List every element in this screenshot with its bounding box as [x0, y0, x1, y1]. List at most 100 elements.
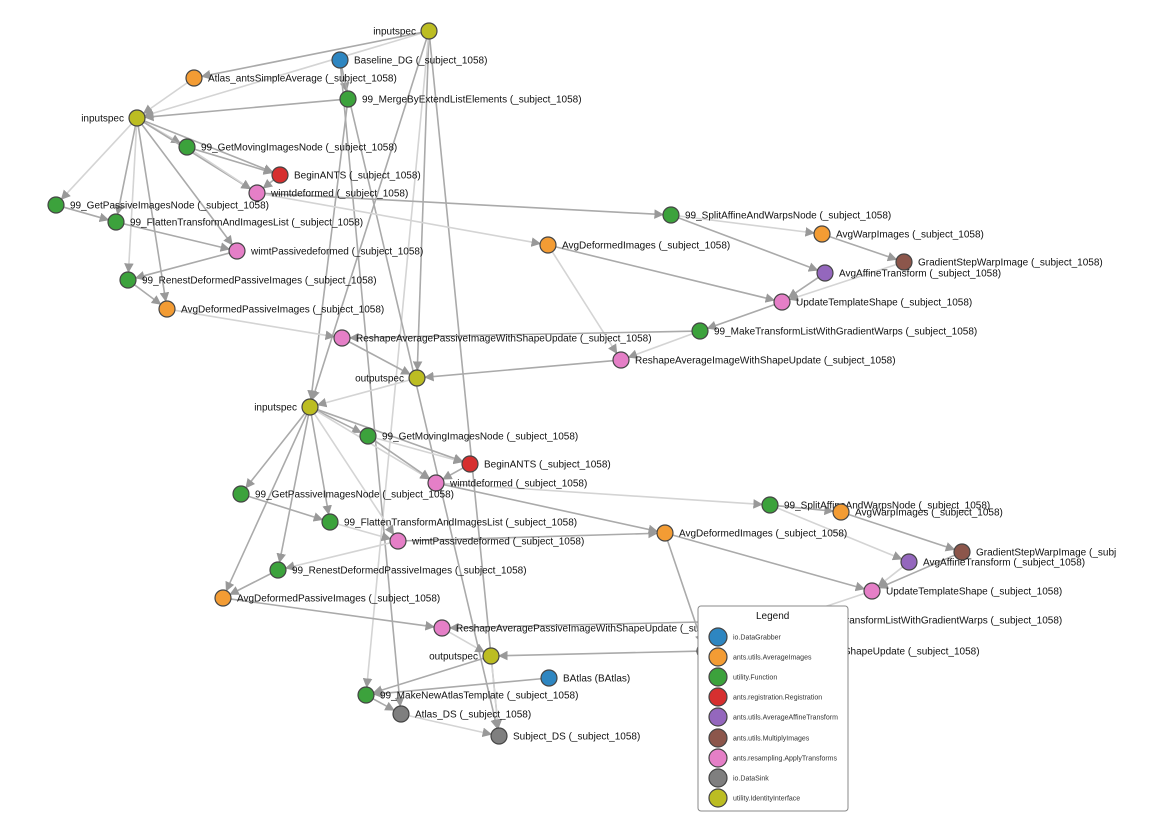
legend-items: io.DataGrabberants.utils.AverageImagesut… [708, 627, 838, 808]
node-circle[interactable] [953, 543, 971, 561]
graph-node[interactable]: outputspec [429, 647, 500, 665]
graph-node[interactable]: inputspec [373, 22, 438, 40]
node-circle[interactable] [107, 213, 125, 231]
node-circle[interactable] [761, 496, 779, 514]
node-circle[interactable] [408, 369, 426, 387]
node-circle[interactable] [389, 532, 407, 550]
legend-label: ants.resampling.ApplyTransforms [733, 756, 838, 763]
graph-node[interactable]: 99_FlattenTransformAndImagesList (_subje… [107, 213, 363, 231]
node-circle[interactable] [895, 253, 913, 271]
graph-node[interactable]: ReshapeAverageImageWithShapeUpdate (_sub… [612, 351, 896, 369]
node-circle[interactable] [269, 561, 287, 579]
graph-node[interactable]: AvgDeformedPassiveImages (_subject_1058) [158, 300, 384, 318]
node-circle[interactable] [185, 69, 203, 87]
graph-node[interactable]: 99_RenestDeformedPassiveImages (_subject… [119, 271, 377, 289]
graph-node[interactable]: AvgWarpImages (_subject_1058) [813, 225, 984, 243]
graph-node[interactable]: 99_MakeNewAtlasTemplate (_subject_1058) [357, 686, 578, 704]
node-circle[interactable] [357, 686, 375, 704]
graph-node[interactable]: 99_GetMovingImagesNode (_subject_1058) [359, 427, 578, 445]
node-circle[interactable] [271, 166, 289, 184]
node-circle[interactable] [662, 206, 680, 224]
graph-node[interactable]: GradientStepWarpImage (_subject_1058) [895, 253, 1103, 271]
graph-node[interactable]: inputspec [254, 398, 319, 416]
node-circle[interactable] [539, 236, 557, 254]
graph-node[interactable]: 99_SplitAffineAndWarpsNode (_subject_105… [662, 206, 891, 224]
node-circle[interactable] [232, 485, 250, 503]
graph-node[interactable]: 99_FlattenTransformAndImagesList (_subje… [321, 513, 577, 531]
graph-node[interactable]: Atlas_antsSimpleAverage (_subject_1058) [185, 69, 397, 87]
edge-n1-n23 [412, 38, 430, 371]
edge-n16-n18 [787, 276, 819, 299]
node-circle[interactable] [816, 264, 834, 282]
node-circle[interactable] [392, 705, 410, 723]
node-circle[interactable] [461, 455, 479, 473]
node-circle[interactable] [900, 553, 918, 571]
node-circle[interactable] [339, 90, 357, 108]
graph-node[interactable]: wimtPassivedeformed (_subject_1058) [228, 242, 423, 260]
node-circle[interactable] [158, 300, 176, 318]
graph-node[interactable]: 99_GetPassiveImagesNode (_subject_1058) [232, 485, 454, 503]
graph-node[interactable]: AvgDeformedImages (_subject_1058) [539, 236, 730, 254]
node-label: BAtlas (BAtlas) [563, 674, 630, 685]
node-circle[interactable] [321, 513, 339, 531]
graph-node[interactable]: BAtlas (BAtlas) [540, 669, 630, 687]
graph-node[interactable]: ReshapeAveragePassiveImageWithShapeUpdat… [333, 329, 652, 347]
node-circle[interactable] [331, 51, 349, 69]
edge-m15-m17 [230, 598, 436, 631]
node-label: 99_GetMovingImagesNode (_subject_1058) [201, 143, 397, 154]
graph-node[interactable]: BeginANTS (_subject_1058) [461, 455, 611, 473]
node-circle[interactable] [228, 242, 246, 260]
node-circle[interactable] [832, 503, 850, 521]
graph-node[interactable]: 99_GetMovingImagesNode (_subject_1058) [178, 138, 397, 156]
graph-node[interactable]: Subject_DS (_subject_1058) [490, 727, 640, 745]
node-circle[interactable] [773, 293, 791, 311]
node-circle[interactable] [119, 271, 137, 289]
graph-node[interactable]: UpdateTemplateShape (_subject_1058) [773, 293, 972, 311]
graph-node[interactable]: 99_SplitAffineAndWarpsNode (_subject_105… [761, 496, 990, 514]
node-circle[interactable] [482, 647, 500, 665]
graph-node[interactable]: wimtdeformed (_subject_1058) [248, 184, 408, 202]
graph-node[interactable]: wimtdeformed (_subject_1058) [427, 474, 587, 492]
graph-node[interactable]: wimtPassivedeformed (_subject_1058) [389, 532, 584, 550]
graph-node[interactable]: inputspec [81, 109, 146, 127]
edge-n4-n5 [144, 98, 341, 122]
node-label: Baseline_DG (_subject_1058) [354, 56, 487, 67]
graph-node[interactable]: AvgAffineTransform (_subject_1058) [816, 264, 1001, 282]
node-circle[interactable] [656, 524, 674, 542]
graph-node[interactable]: AvgWarpImages (_subject_1058) [832, 503, 1003, 521]
node-circle[interactable] [420, 22, 438, 40]
node-circle[interactable] [490, 727, 508, 745]
node-label: BeginANTS (_subject_1058) [294, 171, 421, 182]
node-circle[interactable] [691, 322, 709, 340]
node-circle[interactable] [863, 582, 881, 600]
graph-node[interactable]: AvgAffineTransform (_subject_1058) [900, 553, 1085, 571]
node-circle[interactable] [301, 398, 319, 416]
edge-m9-m10 [405, 528, 658, 542]
node-circle[interactable] [178, 138, 196, 156]
graph-node[interactable]: Baseline_DG (_subject_1058) [331, 51, 487, 69]
graph-node[interactable]: AvgDeformedPassiveImages (_subject_1058) [214, 589, 440, 607]
node-circle[interactable] [248, 184, 266, 202]
graph-node[interactable]: GradientStepWarpImage (_subj [953, 543, 1116, 561]
graph-node[interactable]: outputspec [355, 369, 426, 387]
node-circle[interactable] [128, 109, 146, 127]
node-circle[interactable] [612, 351, 630, 369]
graph-node[interactable]: 99_GetPassiveImagesNode (_subject_1058) [47, 196, 269, 214]
node-circle[interactable] [433, 619, 451, 637]
graph-node[interactable]: 99_MergeByExtendListElements (_subject_1… [339, 90, 582, 108]
node-circle[interactable] [214, 589, 232, 607]
graph-node[interactable]: 99_MakeTransformListWithGradientWarps (_… [691, 322, 977, 340]
graph-node[interactable]: ReshapeAveragePassiveImageWithShapeUpdat… [433, 619, 752, 637]
graph-node[interactable]: BeginANTS (_subject_1058) [271, 166, 421, 184]
node-circle[interactable] [427, 474, 445, 492]
graph-node[interactable]: UpdateTemplateShape (_subject_1058) [863, 582, 1062, 600]
node-circle[interactable] [540, 669, 558, 687]
node-circle[interactable] [359, 427, 377, 445]
node-circle[interactable] [47, 196, 65, 214]
node-label: 99_GetPassiveImagesNode (_subject_1058) [70, 201, 269, 212]
graph-node[interactable]: 99_RenestDeformedPassiveImages (_subject… [269, 561, 527, 579]
node-circle[interactable] [813, 225, 831, 243]
graph-node[interactable]: AvgDeformedImages (_subject_1058) [656, 524, 847, 542]
graph-node[interactable]: Atlas_DS (_subject_1058) [392, 705, 531, 723]
node-circle[interactable] [333, 329, 351, 347]
